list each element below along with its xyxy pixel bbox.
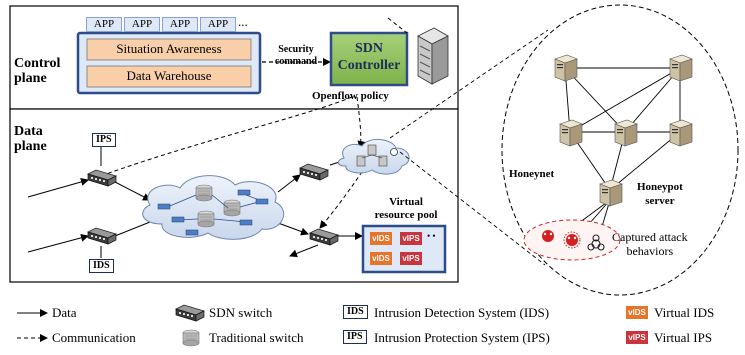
malware-icon bbox=[542, 230, 554, 242]
openflow-policy-label: Openflow policy bbox=[312, 90, 389, 102]
honeynet-server-icon bbox=[669, 119, 693, 147]
legend-vips-label: Virtual IPS bbox=[654, 330, 713, 345]
ids-box: IDS bbox=[89, 259, 114, 273]
data-plane-title: Data plane bbox=[14, 124, 47, 154]
traditional-switch-icon bbox=[197, 210, 215, 228]
honeynet-links bbox=[555, 67, 681, 241]
honeynet-server-icon bbox=[669, 54, 693, 82]
legend-sdn-switch-icon bbox=[175, 304, 205, 322]
captured-attack-label: Captured attack behaviors bbox=[612, 230, 688, 258]
situation-awareness-box bbox=[86, 38, 252, 61]
pool-vids-chip: vIDS bbox=[370, 232, 392, 245]
virus-icon bbox=[563, 231, 581, 249]
pool-more-dots: • • bbox=[427, 231, 436, 241]
traditional-switch-icon bbox=[223, 199, 241, 217]
legend-ips-label: Intrusion Protection System (IPS) bbox=[374, 330, 550, 345]
legend-data-label: Data bbox=[52, 305, 77, 320]
honeypot-server-label: Honeypot server bbox=[637, 181, 683, 207]
data-line-in-bottom bbox=[27, 233, 89, 253]
controller-server-icon bbox=[417, 27, 449, 85]
traditional-switch-icon bbox=[195, 184, 213, 202]
cloud-mini-switches bbox=[157, 189, 269, 236]
app-tag: APP bbox=[200, 17, 236, 32]
apps-ellipsis: ... bbox=[238, 14, 248, 29]
honeynet-server-icon bbox=[559, 119, 583, 147]
legend-traditional-switch-label: Traditional switch bbox=[209, 330, 304, 345]
app-tag: APP bbox=[124, 17, 160, 32]
control-plane-title: Control plane bbox=[14, 56, 61, 86]
data-line-cloud-to-right-switch bbox=[277, 174, 301, 193]
security-command-label: Security command bbox=[274, 44, 318, 67]
honeynet-zoom-circle bbox=[501, 4, 739, 296]
sdn-controller-box bbox=[329, 31, 409, 87]
legend-vids-label: Virtual IDS bbox=[654, 305, 715, 320]
comm-line-to-cloud-vm bbox=[356, 96, 366, 149]
ips-box: IPS bbox=[92, 133, 116, 147]
legend-ids-label: Intrusion Detection System (IDS) bbox=[374, 305, 550, 320]
comm-line-to-switch-left bbox=[94, 96, 353, 180]
sdn-controller-label: SDN Controller bbox=[337, 41, 401, 73]
legend-vids-chip: vIDS bbox=[626, 306, 648, 319]
virtual-resource-pool-label: Virtual resource pool bbox=[374, 196, 438, 221]
zoom-line-top bbox=[389, 29, 549, 139]
honeypot-server-icon bbox=[599, 179, 623, 207]
legend-traditional-switch-icon bbox=[182, 329, 200, 347]
legend-sdn-switch-label: SDN switch bbox=[209, 305, 273, 320]
pool-vids-chip: vIDS bbox=[370, 252, 392, 265]
situation-awareness-label: Situation Awareness bbox=[116, 41, 222, 56]
honeynet-label: Honeynet bbox=[509, 168, 555, 180]
data-line-switch-bottom-to-cloud bbox=[114, 221, 151, 237]
data-warehouse-box bbox=[86, 65, 252, 88]
legend-ids-box: IDS bbox=[343, 305, 368, 319]
data-warehouse-label: Data Warehouse bbox=[126, 68, 212, 83]
data-line-in-top bbox=[27, 178, 89, 198]
data-line-out bbox=[289, 244, 319, 258]
legend-vips-chip: vIPS bbox=[626, 331, 648, 344]
honeynet-server-icon bbox=[554, 54, 578, 82]
legend-ips-box: IPS bbox=[343, 330, 367, 344]
vm-cloud bbox=[337, 139, 410, 175]
pool-vips-chip: vIPS bbox=[400, 232, 422, 245]
app-tag: APP bbox=[86, 17, 122, 32]
zoom-line-bottom bbox=[399, 151, 546, 266]
biohazard-icon bbox=[587, 234, 605, 251]
app-tag: APP bbox=[162, 17, 198, 32]
data-line-switch-to-cloud bbox=[114, 181, 151, 201]
legend-communication-label: Communication bbox=[52, 330, 136, 345]
honeynet-server-icon bbox=[614, 119, 638, 147]
pool-vips-chip: vIPS bbox=[400, 252, 422, 265]
